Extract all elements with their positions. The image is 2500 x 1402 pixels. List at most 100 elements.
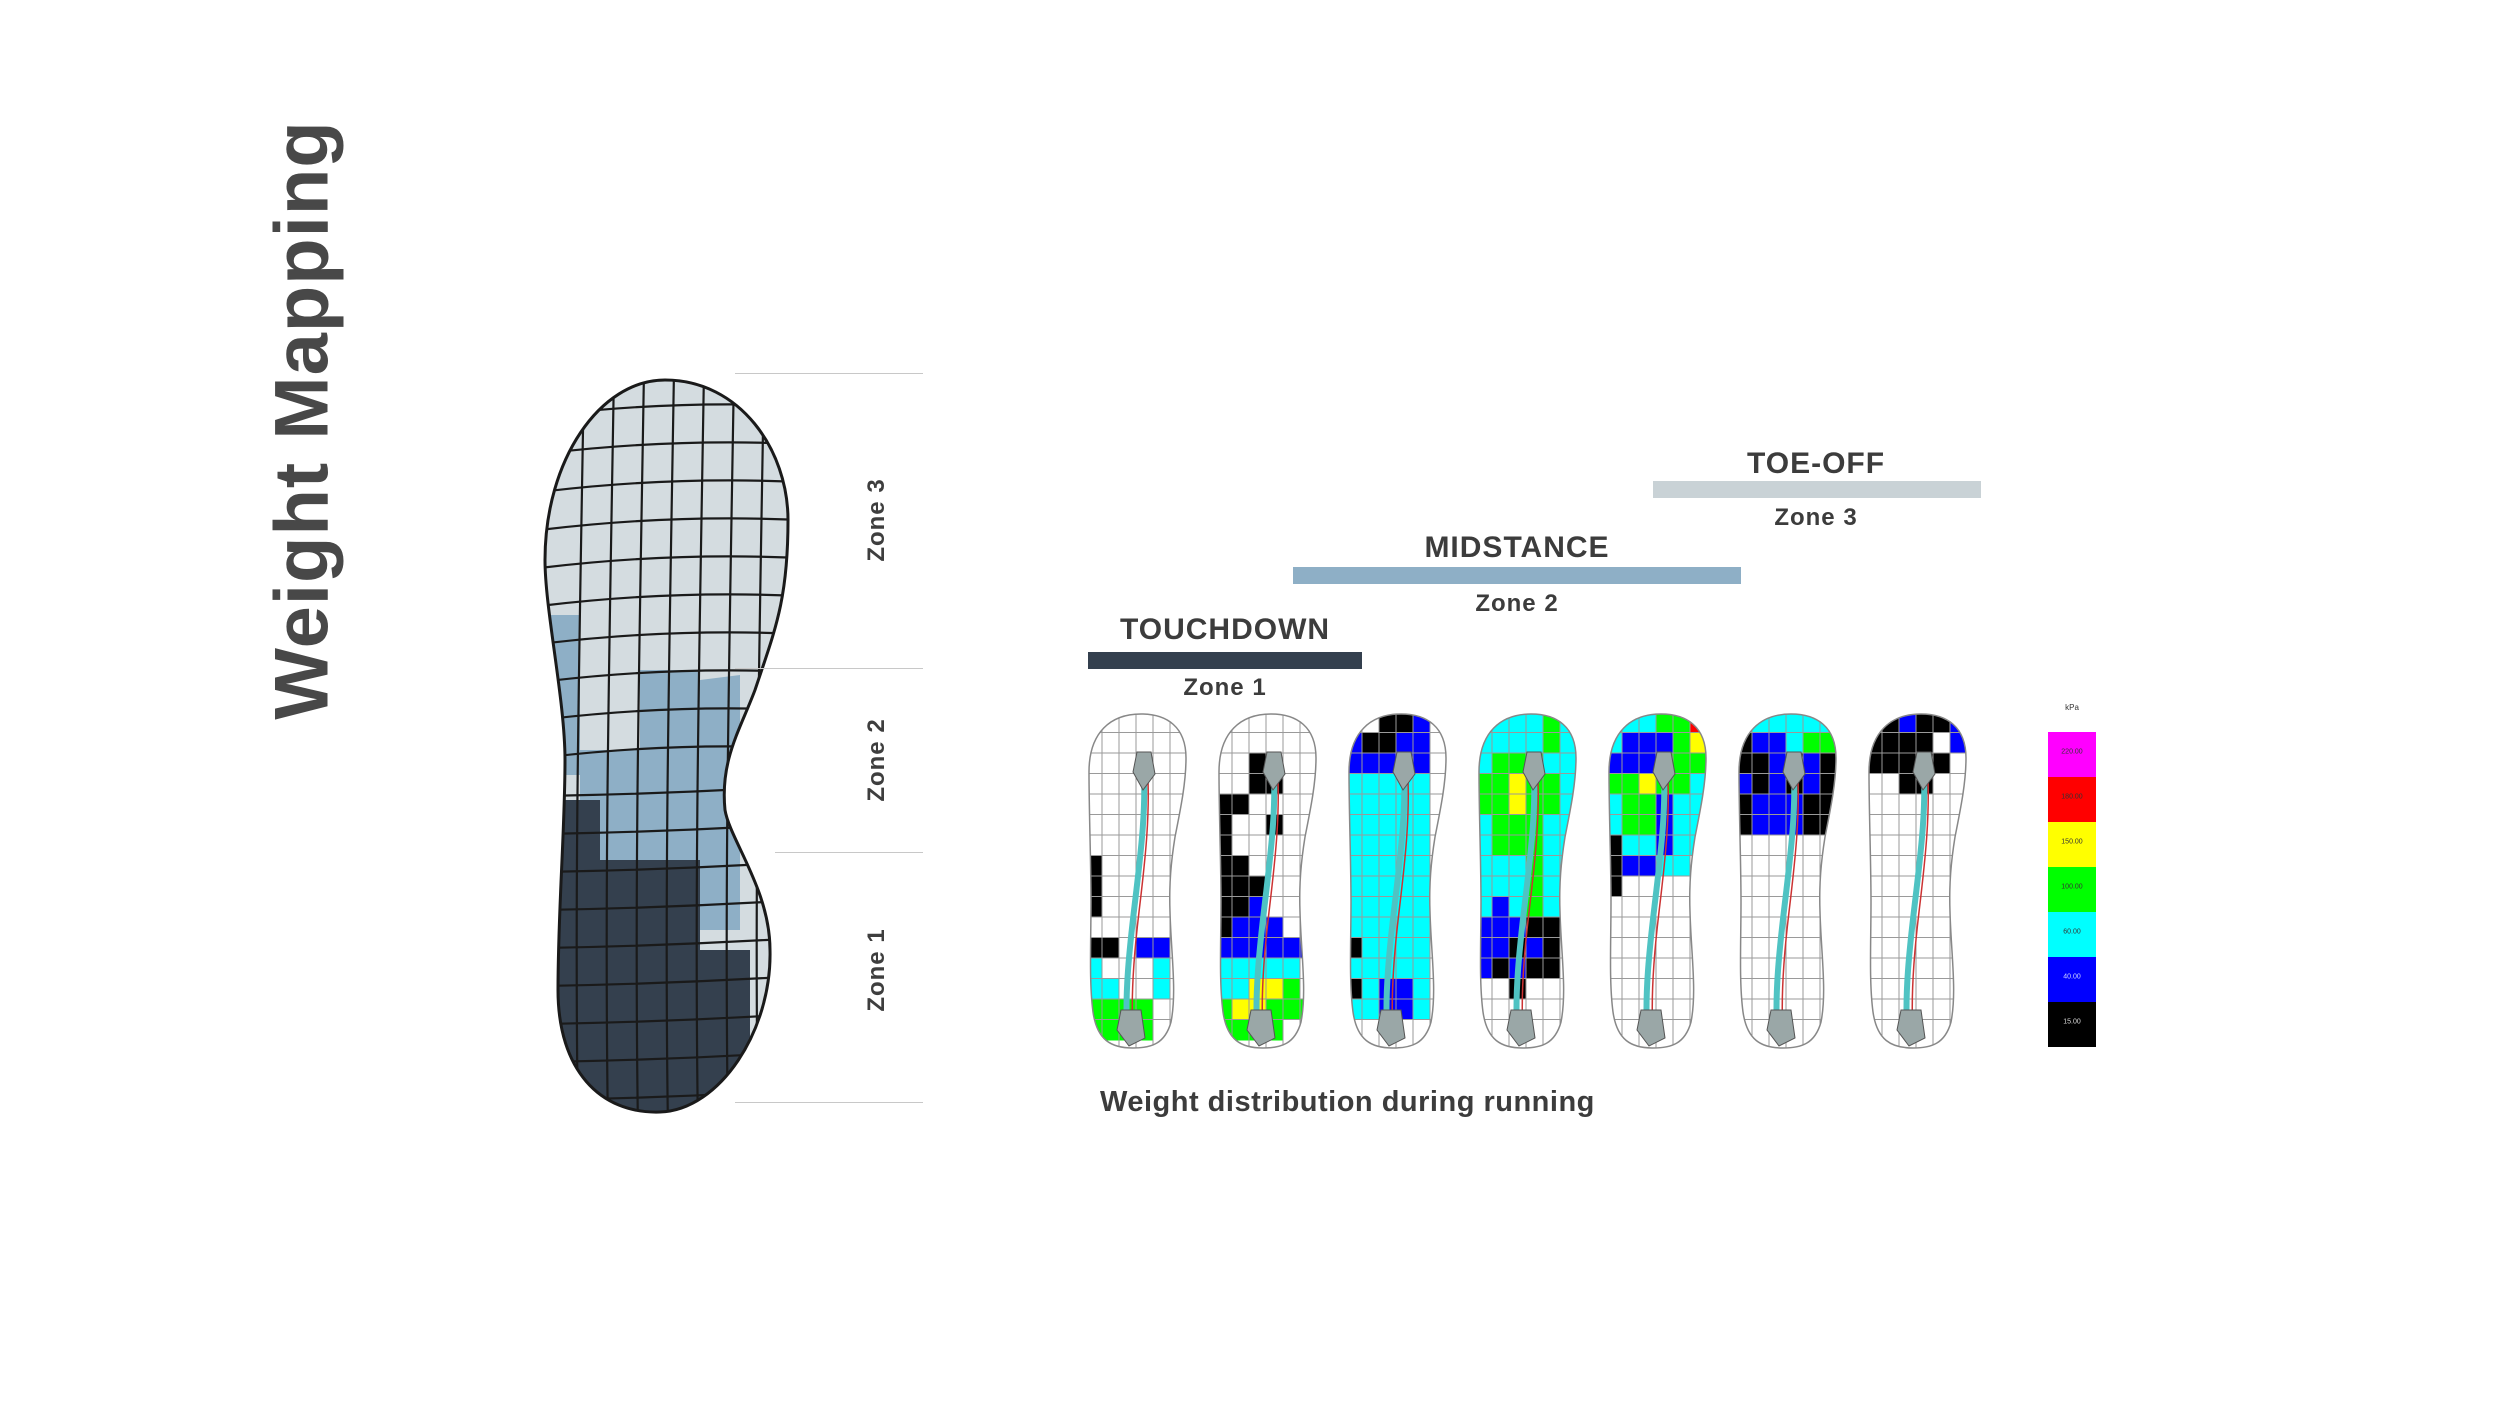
pressure-cell (1690, 753, 1706, 774)
pressure-cell (1543, 876, 1561, 897)
pressure-cell (1622, 814, 1640, 836)
skeleton-heel (1246, 1009, 1276, 1047)
pressure-cell (1362, 855, 1380, 877)
pressure-cell (1752, 732, 1770, 754)
legend-swatch (2048, 732, 2096, 777)
pressure-cell (1349, 794, 1363, 815)
pressure-cell (1362, 876, 1380, 897)
pressure-cell (1379, 855, 1397, 877)
pressure-cell (1396, 917, 1414, 938)
pressure-cell (1786, 732, 1804, 754)
pressure-cell (1543, 855, 1561, 877)
pressure-cell (1543, 958, 1561, 979)
pressure-cell (1219, 814, 1233, 836)
pressure-cell (1413, 978, 1431, 1000)
pressure-cell (1413, 794, 1431, 815)
pressure-cell (1479, 773, 1493, 795)
pressure-cell (1509, 814, 1527, 836)
pressure-cell (1492, 794, 1510, 815)
pressure-cell (1803, 753, 1821, 774)
pressure-cell (1153, 937, 1171, 959)
pressure-frame-1 (1088, 713, 1187, 1049)
pressure-cell (1690, 794, 1706, 815)
pressure-cell (1136, 937, 1154, 959)
pressure-cell (1089, 876, 1103, 897)
pressure-cell (1916, 714, 1934, 733)
pressure-frame-6 (1738, 713, 1837, 1049)
pressure-cell (1526, 714, 1544, 733)
pressure-cell (1609, 855, 1623, 877)
pressure-cell (1560, 896, 1576, 918)
frame-outline (1088, 713, 1187, 1049)
pressure-cell (1379, 732, 1397, 754)
pressure-frame-7 (1868, 713, 1967, 1049)
pressure-cell (1509, 876, 1527, 897)
pressure-cell (1349, 814, 1363, 836)
page-title: Weight Mapping (259, 120, 345, 720)
pressure-cell (1249, 773, 1267, 795)
pressure-cell (1609, 794, 1623, 815)
pressure-cell (1232, 876, 1250, 897)
pressure-cell (1219, 958, 1233, 979)
pressure-cell (1379, 835, 1397, 856)
pressure-cell (1479, 814, 1493, 836)
zone-guide-bottom (735, 1102, 923, 1103)
skeleton-heel (1376, 1009, 1406, 1047)
pressure-cell (1803, 773, 1821, 795)
pressure-cell (1379, 814, 1397, 836)
pressure-cell (1362, 773, 1380, 795)
pressure-cell (1543, 773, 1561, 795)
pressure-cell (1396, 978, 1414, 1000)
pressure-cell (1639, 814, 1657, 836)
pressure-cell (1639, 835, 1657, 856)
pressure-frame-5 (1608, 713, 1707, 1049)
frame-outline (1218, 713, 1317, 1049)
pressure-cell (1153, 958, 1171, 979)
skeleton-heel (1896, 1009, 1926, 1047)
pressure-cell (1479, 714, 1493, 733)
pressure-cell (1492, 917, 1510, 938)
pressure-cell (1102, 978, 1120, 1000)
pressure-cell (1249, 876, 1267, 897)
frame-outline (1738, 713, 1837, 1049)
pressure-cell (1266, 937, 1284, 959)
skeleton-joint (1392, 751, 1416, 791)
pressure-cell (1509, 855, 1527, 877)
pressure-cell (1232, 794, 1250, 815)
pressure-cell (1622, 794, 1640, 815)
pressure-cell (1882, 732, 1900, 754)
pressure-cell (1622, 835, 1640, 856)
pressure-cell (1089, 896, 1103, 918)
skeleton-line (1781, 757, 1800, 1033)
pressure-cell (1362, 999, 1380, 1020)
foot-grid-col-line (605, 380, 616, 1113)
pressure-cell (1232, 1019, 1250, 1041)
pressure-cell (1492, 876, 1510, 897)
pressure-cell (1362, 794, 1380, 815)
legend-swatch (2048, 912, 2096, 957)
skeleton-bone (1903, 757, 1928, 1033)
pressure-cell (1219, 978, 1233, 1000)
foot-grid-row-line (545, 631, 788, 646)
pressure-cell (1349, 937, 1363, 959)
pressure-cell (1219, 917, 1233, 938)
pressure-cell (1219, 937, 1233, 959)
skeleton-bone (1123, 757, 1148, 1033)
pressure-cell (1673, 814, 1691, 836)
skeleton-joint (1782, 751, 1806, 791)
pressure-cell (1509, 794, 1527, 815)
pressure-cell (1492, 753, 1510, 774)
frame-outline (1478, 713, 1577, 1049)
pressure-cell (1089, 958, 1103, 979)
pressure-cell (1232, 917, 1250, 938)
caption: Weight distribution during running (1100, 1086, 1595, 1118)
foot-grid-col-line (665, 380, 676, 1113)
pressure-cell (1492, 773, 1510, 795)
phase-bar-toe-off (1653, 481, 1981, 498)
pressure-cell (1639, 773, 1657, 795)
pressure-cell (1543, 753, 1561, 774)
pressure-cell (1379, 794, 1397, 815)
skeleton-heel (1116, 1009, 1146, 1047)
legend-value: 150.00 (2061, 838, 2083, 846)
pressure-cell (1752, 794, 1770, 815)
